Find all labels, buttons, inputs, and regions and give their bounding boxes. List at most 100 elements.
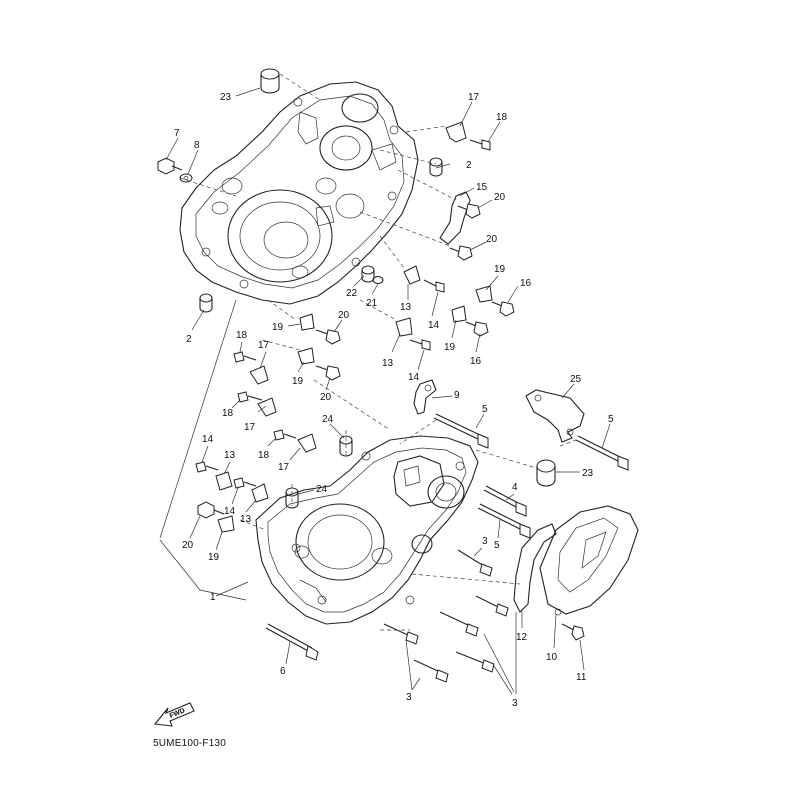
callout-24-b: 24	[316, 484, 328, 495]
callout-17-a: 17	[468, 92, 480, 103]
callout-20-b: 20	[486, 234, 498, 245]
bolt-14-upper	[423, 279, 445, 293]
callout-20-a: 20	[494, 192, 506, 203]
bolt-5-c	[477, 503, 531, 539]
bolt-3-b	[475, 595, 509, 617]
callout-14-c: 14	[202, 434, 214, 445]
dowel-pin-2-upper	[429, 157, 443, 177]
callout-18-a: 18	[496, 112, 508, 123]
clamp-17-a	[249, 365, 269, 385]
collar-23-lower	[536, 459, 556, 487]
crankcase-left-half	[255, 435, 479, 625]
clamp-15	[439, 191, 471, 245]
o-ring-21	[372, 275, 384, 285]
callout-13-a: 13	[400, 302, 412, 313]
callout-19-a: 19	[494, 264, 506, 275]
clamp-17-b	[257, 397, 277, 417]
callout-5-b: 5	[608, 414, 614, 425]
alignment-lines	[179, 73, 577, 631]
callout-18-c: 18	[222, 408, 234, 419]
bracket-9	[413, 379, 437, 415]
clamp-19-c	[217, 515, 235, 533]
chain-guard-10	[539, 505, 639, 616]
callout-16-b: 16	[470, 356, 482, 367]
bolt-18-a	[233, 351, 257, 363]
bolt-5-b	[575, 435, 629, 471]
callout-1: 1	[210, 592, 216, 603]
callout-13-d: 13	[240, 514, 252, 525]
callout-22: 22	[346, 288, 358, 299]
bolt-14-mid	[409, 339, 431, 351]
callout-2-lower: 2	[186, 334, 192, 345]
bolt-4	[483, 485, 527, 517]
clamp-13-b	[251, 483, 269, 503]
callout-3-a: 3	[482, 536, 488, 547]
callout-14-a: 14	[428, 320, 440, 331]
diagram-code: 5UME100-F130	[153, 738, 226, 749]
callout-3-c: 3	[512, 698, 518, 709]
collar-23-upper	[260, 68, 280, 94]
callout-23-b: 23	[582, 468, 594, 479]
bolt-6	[265, 623, 319, 661]
callout-19-b: 19	[272, 322, 284, 333]
bolt-20-b	[449, 245, 473, 261]
callout-21: 21	[366, 298, 378, 309]
callout-5-a: 5	[482, 404, 488, 415]
callout-18-b: 18	[236, 330, 248, 341]
callout-19-d: 19	[444, 342, 456, 353]
callout-17-c: 17	[244, 422, 256, 433]
bolt-18-c	[273, 429, 297, 441]
clamp-17-c	[297, 433, 317, 453]
clamp-19-mid	[299, 313, 315, 331]
callout-19-c: 19	[292, 376, 304, 387]
bolt-3-e	[455, 651, 495, 673]
fwd-arrow: FWD	[153, 702, 195, 727]
callout-4: 4	[512, 482, 518, 493]
bolt-16-upper	[491, 301, 515, 317]
callout-24-a: 24	[322, 414, 334, 425]
callout-15: 15	[476, 182, 488, 193]
callout-13-b: 13	[382, 358, 394, 369]
bolt-20-d	[197, 501, 225, 519]
callout-19-e: 19	[208, 552, 220, 563]
washer-8	[179, 173, 193, 183]
bolt-3-f	[413, 659, 449, 683]
callout-11: 11	[576, 672, 587, 683]
bolt-14-b	[233, 477, 257, 489]
callout-12: 12	[516, 632, 528, 643]
callout-14-b: 14	[408, 372, 420, 383]
callout-18-d: 18	[258, 450, 270, 461]
callout-2-upper: 2	[466, 160, 472, 171]
bolt-14-a	[195, 461, 219, 473]
callout-7: 7	[174, 128, 180, 139]
callout-14-d: 14	[224, 506, 236, 517]
bolt-11	[561, 623, 585, 641]
bolt-3-a	[457, 549, 493, 577]
callout-3-b: 3	[406, 692, 412, 703]
clamp-13-a	[215, 471, 233, 491]
callout-20-e: 20	[182, 540, 194, 551]
clamp-17-upper	[445, 121, 467, 143]
clamp-13-upper	[403, 265, 421, 285]
bolt-3-d	[383, 623, 419, 645]
clamp-13-mid	[395, 317, 413, 337]
dowel-pin-2-lower	[199, 293, 213, 313]
dowel-22	[361, 265, 375, 283]
gasket-12	[513, 523, 557, 613]
callout-6: 6	[280, 666, 286, 677]
callout-17-b: 17	[258, 340, 270, 351]
callout-20-c: 20	[338, 310, 350, 321]
callout-5-c: 5	[494, 540, 500, 551]
bolt-16-mid	[465, 321, 489, 337]
bolt-20-a	[457, 203, 481, 219]
bolt-7	[157, 157, 183, 175]
callout-10: 10	[546, 652, 558, 663]
bolt-18-upper	[469, 139, 491, 151]
clamp-19-b	[297, 347, 315, 365]
callout-25: 25	[570, 374, 582, 385]
clamp-19-upper	[475, 285, 493, 303]
callout-13-c: 13	[224, 450, 236, 461]
bolt-20-c	[315, 365, 341, 381]
